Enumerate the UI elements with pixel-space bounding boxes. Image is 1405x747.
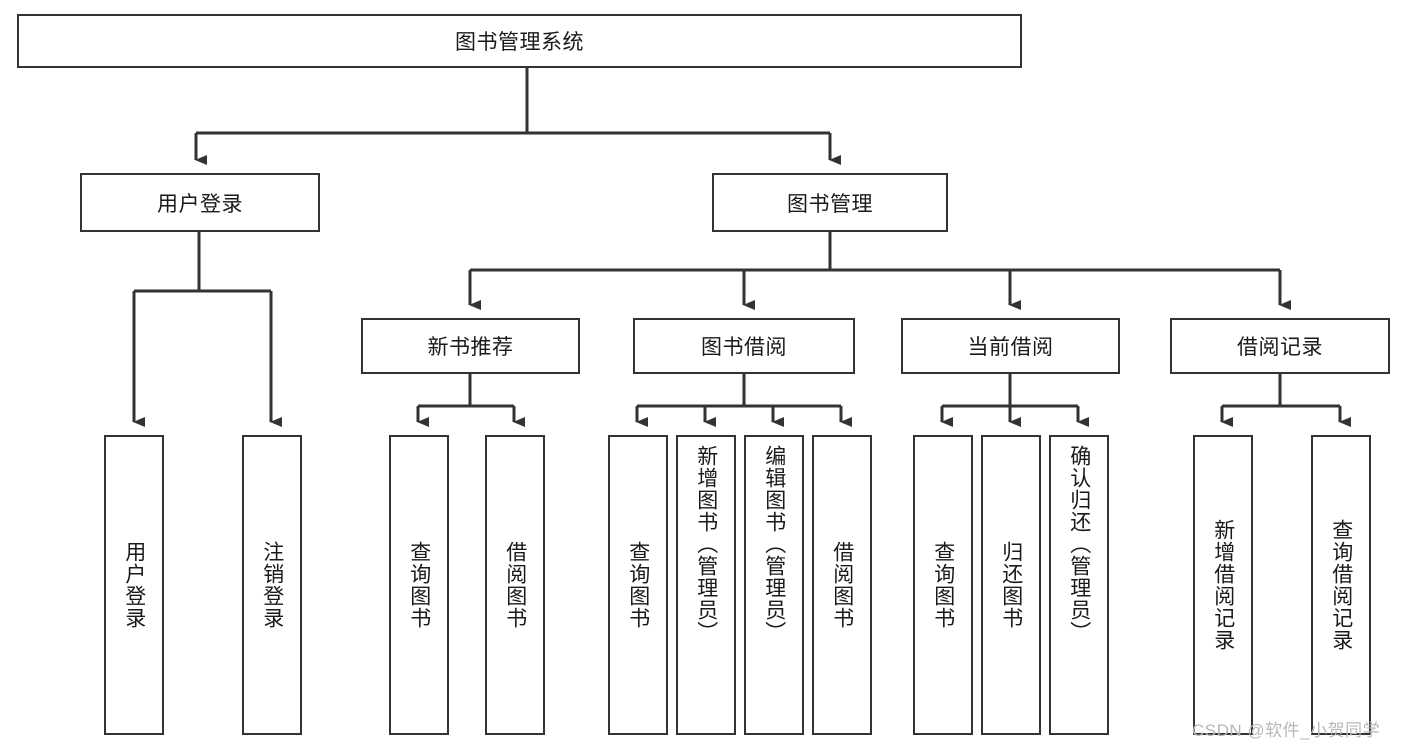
- node-label: 图书管理系统: [455, 31, 584, 54]
- node-label: 图书借阅: [701, 336, 787, 359]
- node-new-book-recommend[interactable]: 新书推荐: [361, 318, 580, 374]
- leaf-add-book-admin[interactable]: 新增图书（管理员）: [676, 435, 736, 735]
- node-label: 查询图书: [407, 541, 431, 629]
- node-label: 用户登录: [157, 192, 243, 216]
- watermark-text: CSDN @软件_小贺同学: [1192, 721, 1381, 740]
- node-book-borrow[interactable]: 图书借阅: [633, 318, 855, 374]
- leaf-borrow-book[interactable]: 借阅图书: [812, 435, 872, 735]
- node-label: 查询图书: [626, 541, 650, 629]
- leaf-edit-book-admin[interactable]: 编辑图书（管理员）: [744, 435, 804, 735]
- node-label: 归还图书: [999, 541, 1023, 629]
- leaf-add-borrow-record[interactable]: 新增借阅记录: [1193, 435, 1253, 735]
- node-label: 查询借阅记录: [1329, 519, 1353, 651]
- leaf-logout-login[interactable]: 注销登录: [242, 435, 302, 735]
- node-label: 当前借阅: [967, 336, 1054, 359]
- node-label: 图书管理: [787, 192, 873, 216]
- node-label: 用户登录: [122, 541, 146, 629]
- node-label: 确认归还（管理员）: [1067, 445, 1091, 643]
- node-label: 借阅图书: [830, 541, 854, 629]
- node-current-borrow[interactable]: 当前借阅: [901, 318, 1120, 374]
- node-label: 新增图书（管理员）: [694, 445, 718, 643]
- node-root-book-management-system[interactable]: 图书管理系统: [17, 14, 1022, 68]
- node-book-management[interactable]: 图书管理: [712, 173, 948, 232]
- node-borrow-record[interactable]: 借阅记录: [1170, 318, 1390, 374]
- leaf-borrow-book-recommend[interactable]: 借阅图书: [485, 435, 545, 735]
- leaf-query-book-recommend[interactable]: 查询图书: [389, 435, 449, 735]
- leaf-user-login[interactable]: 用户登录: [104, 435, 164, 735]
- node-label: 注销登录: [260, 541, 284, 629]
- node-label: 新书推荐: [427, 336, 514, 359]
- leaf-query-borrow-record[interactable]: 查询借阅记录: [1311, 435, 1371, 735]
- leaf-query-book-current[interactable]: 查询图书: [913, 435, 973, 735]
- node-label: 编辑图书（管理员）: [762, 445, 786, 643]
- node-label: 查询图书: [931, 541, 955, 629]
- leaf-query-book-borrow[interactable]: 查询图书: [608, 435, 668, 735]
- node-user-login[interactable]: 用户登录: [80, 173, 320, 232]
- node-label: 借阅图书: [503, 541, 527, 629]
- node-label: 新增借阅记录: [1211, 519, 1235, 651]
- leaf-return-book[interactable]: 归还图书: [981, 435, 1041, 735]
- node-label: 借阅记录: [1237, 336, 1323, 359]
- leaf-confirm-return-admin[interactable]: 确认归还（管理员）: [1049, 435, 1109, 735]
